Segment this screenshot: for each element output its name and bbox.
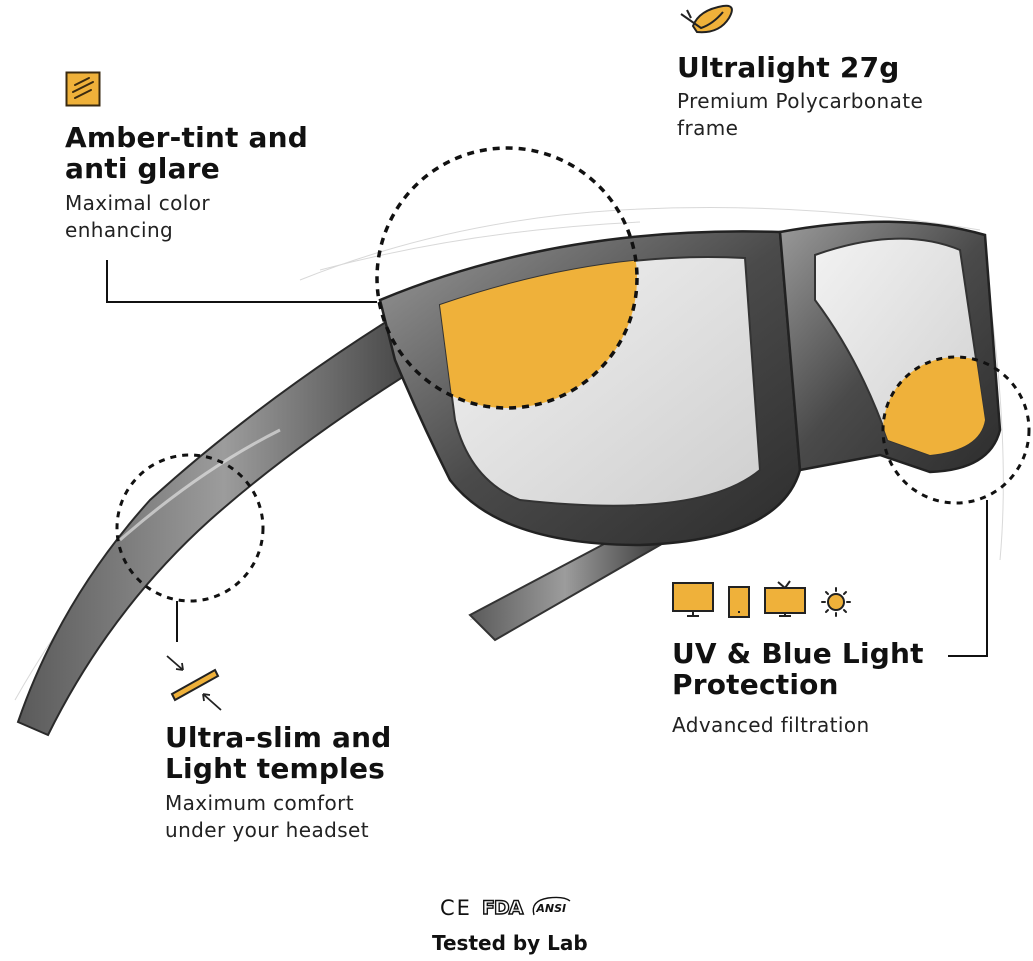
temples-sub-line1: Maximum comfort [165, 791, 354, 815]
tv-icon [764, 580, 806, 617]
uv-sub: Advanced filtration [672, 713, 870, 737]
amber-tint-sub-line1: Maximal color [65, 191, 211, 215]
feature-temples: Ultra-slim and Light temples Maximum com… [165, 654, 392, 844]
feature-ultralight: Ultralight 27g Premium Polycarbonate fra… [677, 2, 923, 142]
slim-temple-icon [166, 655, 222, 711]
amber-tint-title-line1: Amber-tint and [65, 121, 309, 154]
ce-logo: CE [440, 896, 472, 920]
amber-tint-sub-line2: enhancing [65, 218, 174, 242]
uv-callout-circle [881, 355, 1031, 505]
ultralight-sub-line2: frame [677, 116, 739, 140]
temples-sub-line2: under your headset [165, 818, 369, 842]
fda-logo: FDA [481, 896, 524, 919]
tablet-icon [728, 586, 750, 618]
ansi-logo: ANSI [532, 896, 571, 917]
ultralight-title: Ultralight 27g [677, 51, 900, 84]
amber-lens-swatch-icon [65, 71, 101, 107]
temples-title-line1: Ultra-slim and [165, 721, 392, 754]
feature-uv-blue-light: UV & Blue Light Protection Advanced filt… [672, 580, 924, 739]
uv-title-line2: Protection [672, 668, 839, 701]
sun-icon [821, 587, 851, 617]
monitor-icon [672, 582, 714, 617]
feature-amber-tint: Amber-tint and anti glare Maximal color … [65, 71, 308, 244]
temple-callout-circle [115, 453, 265, 603]
amber-callout-circle [375, 146, 639, 410]
amber-tint-title-line2: anti glare [65, 152, 220, 185]
tested-by-lab-label: Tested by Lab [432, 931, 588, 955]
temples-title-line2: Light temples [165, 752, 385, 785]
uv-title-line1: UV & Blue Light [672, 637, 924, 670]
feature-icon [680, 4, 733, 34]
certifications: CE FDA ANSI Tested by Lab [432, 895, 612, 955]
ultralight-sub-line1: Premium Polycarbonate [677, 89, 924, 113]
